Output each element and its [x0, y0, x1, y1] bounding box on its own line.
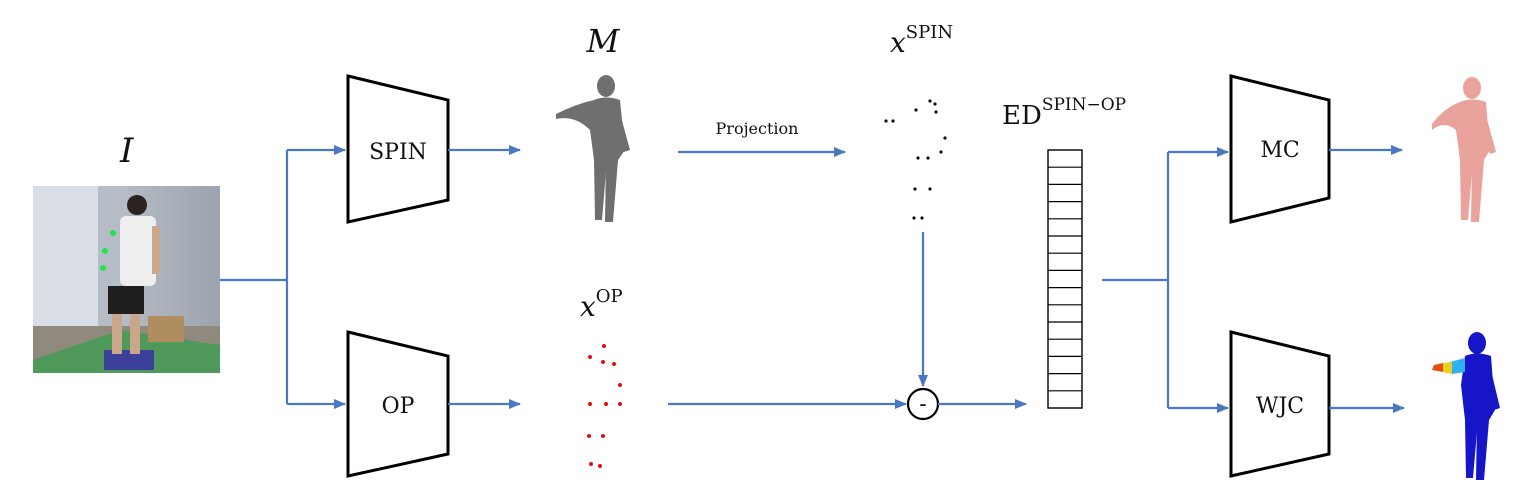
blue-mesh-figure — [1432, 332, 1500, 480]
input-symbol: I — [119, 131, 134, 171]
ed-label: EDSPIN−OP — [1002, 95, 1126, 131]
wjc-label: WJC — [1256, 394, 1304, 419]
mesh-symbol: M — [586, 22, 621, 60]
spin-keypoints — [884, 99, 947, 220]
flow-input-branch — [220, 150, 289, 404]
gray-mesh-figure — [556, 75, 630, 222]
pink-mesh-figure — [1432, 77, 1496, 222]
x-spin-label: xSPIN — [890, 22, 953, 59]
spin-label: SPIN — [369, 140, 427, 165]
ed-vector — [1047, 149, 1083, 409]
projection-label: Projection — [716, 119, 799, 138]
wjc-block — [1229, 330, 1331, 478]
spin-block — [346, 74, 450, 224]
flow-ed-branch — [1102, 152, 1170, 408]
op-block — [346, 330, 450, 478]
mc-block — [1229, 74, 1331, 224]
difference-sign: - — [919, 392, 926, 417]
x-op-label: xOP — [580, 286, 623, 323]
input-image — [33, 186, 220, 373]
op-keypoints — [587, 344, 622, 468]
op-label: OP — [382, 394, 415, 419]
mc-label: MC — [1260, 138, 1299, 163]
